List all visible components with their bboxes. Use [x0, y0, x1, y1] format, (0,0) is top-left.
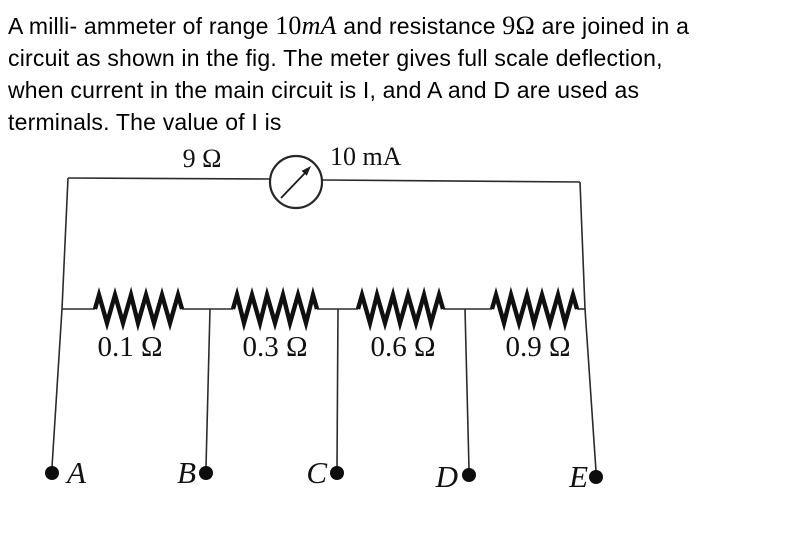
- question-line-2-text: circuit as shown in the fig. The meter g…: [8, 45, 663, 71]
- question-line-1: A milli- ammeter of range 10mA and resis…: [8, 10, 796, 42]
- terminal-c-label: C: [306, 455, 327, 490]
- question-line-4: terminals. The value of I is: [8, 106, 796, 138]
- top-wire-right-segment: [321, 179, 581, 183]
- meter-resistance-label: 9 Ω: [183, 144, 222, 173]
- terminal-b-label: B: [177, 455, 196, 490]
- question-line-3-text: when current in the main circuit is I, a…: [8, 77, 640, 103]
- math-resistance-number: 9: [502, 11, 516, 40]
- resistor-1-zigzag: [92, 286, 185, 332]
- math-range-number: 10: [275, 11, 302, 40]
- resistor-1-label: 0.1 Ω: [97, 331, 162, 363]
- meter-range-label: 10 mA: [330, 142, 402, 171]
- math-ohm-symbol: Ω: [515, 11, 536, 40]
- question-line-1-text-c: are joined in a: [535, 13, 690, 39]
- resistor-4-zigzag: [489, 286, 580, 332]
- left-wire-to-terminal-a: [51, 177, 69, 468]
- ammeter-needle: [280, 171, 307, 199]
- top-wire-left-segment: [67, 177, 271, 180]
- terminal-b-dot: [199, 466, 213, 480]
- ammeter-needle-tip: [301, 166, 311, 176]
- terminal-d-label: D: [435, 459, 458, 494]
- resistor-3-label: 0.6 Ω: [370, 331, 435, 363]
- terminal-b-wire: [205, 308, 211, 468]
- terminal-e-dot: [589, 470, 603, 484]
- question-line-2: circuit as shown in the fig. The meter g…: [8, 42, 796, 74]
- question-line-3: when current in the main circuit is I, a…: [8, 74, 796, 106]
- terminal-d-dot: [462, 468, 476, 482]
- question-line-1-text-b: and resistance: [336, 13, 503, 39]
- math-range-unit: mA: [301, 11, 337, 40]
- question-text: A milli- ammeter of range 10mA and resis…: [8, 10, 796, 138]
- terminal-c-wire: [336, 308, 339, 468]
- resistor-3-zigzag: [355, 286, 446, 332]
- terminal-e-label: E: [568, 459, 588, 494]
- terminal-d-wire: [464, 308, 470, 470]
- resistor-2-zigzag: [230, 286, 320, 332]
- question-line-4-text: terminals. The value of I is: [8, 109, 282, 135]
- terminal-a-dot: [45, 466, 59, 480]
- resistor-4-label: 0.9 Ω: [505, 331, 570, 363]
- circuit-diagram: 9 Ω 10 mA 0.1 Ω 0.3 Ω 0.6 Ω 0.9 Ω A B C …: [45, 142, 603, 494]
- terminal-a-label: A: [65, 455, 87, 490]
- terminal-c-dot: [330, 466, 344, 480]
- question-line-1-text: A milli- ammeter of range: [8, 13, 276, 39]
- right-wire-to-terminal-e: [579, 181, 597, 472]
- resistor-2-label: 0.3 Ω: [242, 331, 307, 363]
